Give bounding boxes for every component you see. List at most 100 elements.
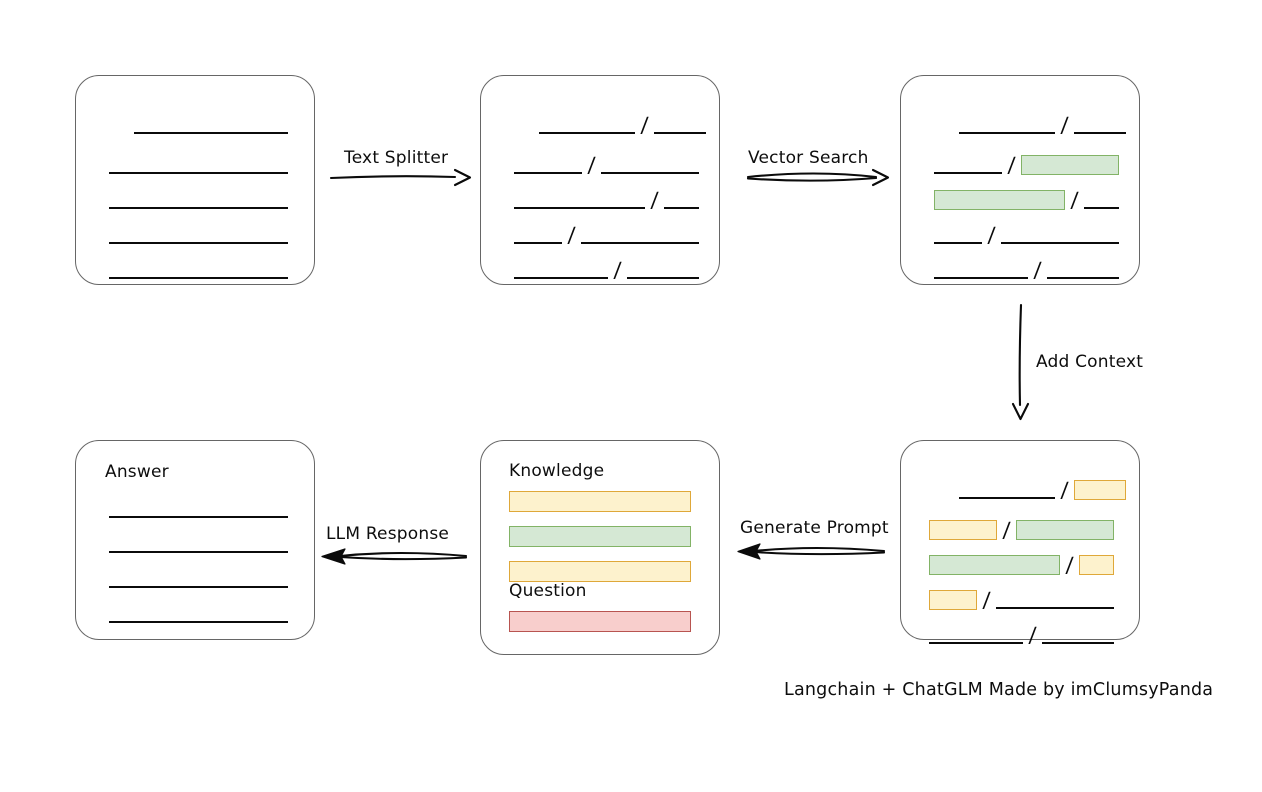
chunk-separator-slash: / <box>1070 187 1079 212</box>
prompt-node[interactable]: Knowledge Question <box>480 440 720 655</box>
text-line-segment <box>514 207 645 209</box>
highlight-segment-yellow <box>929 520 997 540</box>
chunk-row: / <box>929 517 1115 542</box>
edge-label-text-splitter: Text Splitter <box>344 148 449 168</box>
chunk-row: / <box>514 257 700 282</box>
chunk-separator-slash: / <box>1033 257 1042 282</box>
chunk-separator-slash: / <box>1002 517 1011 542</box>
node-content: / / / / / <box>901 76 1139 284</box>
text-line-segment <box>627 277 700 279</box>
chunk-separator-slash: / <box>567 222 576 247</box>
node-content: / / / / / <box>901 441 1139 647</box>
chunk-row: / <box>959 112 1127 137</box>
chunk-row: / <box>514 152 700 177</box>
arrow-vector-search <box>746 168 890 187</box>
arrow-llm-response <box>321 548 468 565</box>
chunk-separator-slash: / <box>1065 552 1074 577</box>
chunk-row <box>109 154 288 176</box>
text-line-segment <box>1001 242 1120 244</box>
text-line-segment <box>514 242 562 244</box>
text-line-segment <box>514 172 582 174</box>
footer-credit: Langchain + ChatGLM Made by imClumsyPand… <box>784 680 1214 700</box>
chunk-separator-slash: / <box>650 187 659 212</box>
knowledge-label: Knowledge <box>509 461 605 481</box>
answer-label: Answer <box>105 462 169 482</box>
text-line-segment <box>664 207 700 209</box>
text-line-segment <box>959 497 1055 499</box>
highlight-segment-green <box>1021 155 1120 175</box>
highlight-segment-yellow <box>929 590 977 610</box>
node-source-document[interactable] <box>75 75 315 285</box>
text-line-segment <box>134 132 288 134</box>
chunk-row <box>109 224 288 246</box>
highlight-segment-yellow <box>1074 480 1127 500</box>
text-line-segment <box>1042 642 1115 644</box>
text-line-segment <box>601 172 700 174</box>
highlight-segment-yellow <box>1079 555 1115 575</box>
node-vector-search-result[interactable]: / / / / / <box>900 75 1140 285</box>
text-line-segment <box>1084 207 1120 209</box>
node-content: / / / / / <box>481 76 719 284</box>
chunk-row: / <box>934 187 1120 212</box>
chunk-row <box>134 114 288 136</box>
chunk-row: / <box>929 587 1115 612</box>
highlight-segment-green <box>1016 520 1115 540</box>
chunk-row: / <box>929 622 1115 647</box>
text-line-segment <box>514 277 608 279</box>
node-content <box>76 76 314 284</box>
question-bar-red <box>509 611 691 632</box>
highlight-segment-green <box>929 555 1060 575</box>
arrow-generate-prompt <box>737 543 886 560</box>
chunk-separator-slash: / <box>640 112 649 137</box>
chunk-separator-slash: / <box>1060 112 1069 137</box>
text-line-segment <box>929 642 1023 644</box>
node-context-added-chunks[interactable]: / / / / / <box>900 440 1140 647</box>
node-split-chunks[interactable]: / / / / / <box>480 75 720 285</box>
chunk-separator-slash: / <box>987 222 996 247</box>
text-line-segment <box>109 242 288 244</box>
chunk-row <box>109 259 288 281</box>
chunk-separator-slash: / <box>1028 622 1037 647</box>
text-line-segment <box>934 277 1028 279</box>
answer-text-line <box>109 621 288 623</box>
knowledge-bar-yellow <box>509 491 691 512</box>
text-line-segment <box>109 277 288 279</box>
chunk-row: / <box>934 152 1120 177</box>
chunk-separator-slash: / <box>613 257 622 282</box>
chunk-separator-slash: / <box>587 152 596 177</box>
edge-label-generate-prompt: Generate Prompt <box>740 518 889 538</box>
chunk-row: / <box>934 257 1120 282</box>
text-line-segment <box>109 172 288 174</box>
answer-text-line <box>109 551 288 553</box>
text-line-segment <box>539 132 635 134</box>
text-line-segment <box>1047 277 1120 279</box>
arrow-add-context <box>1011 303 1030 421</box>
knowledge-bar-yellow <box>509 561 691 582</box>
text-line-segment <box>934 172 1002 174</box>
chunk-separator-slash: / <box>982 587 991 612</box>
chunk-row: / <box>514 187 700 212</box>
text-line-segment <box>996 607 1115 609</box>
text-line-segment <box>654 132 707 134</box>
chunk-separator-slash: / <box>1007 152 1016 177</box>
chunk-separator-slash: / <box>1060 477 1069 502</box>
chunk-row: / <box>959 477 1127 502</box>
edge-label-add-context: Add Context <box>1036 352 1144 372</box>
answer-text-line <box>109 586 288 588</box>
chunk-row: / <box>539 112 707 137</box>
text-line-segment <box>581 242 700 244</box>
question-label: Question <box>509 581 587 601</box>
arrow-text-splitter <box>329 168 472 187</box>
chunk-row <box>109 189 288 211</box>
highlight-segment-green <box>934 190 1065 210</box>
text-line-segment <box>109 207 288 209</box>
chunk-row: / <box>934 222 1120 247</box>
answer-node[interactable]: Answer <box>75 440 315 640</box>
chunk-row: / <box>514 222 700 247</box>
answer-text-line <box>109 516 288 518</box>
knowledge-bar-green <box>509 526 691 547</box>
text-line-segment <box>959 132 1055 134</box>
text-line-segment <box>934 242 982 244</box>
edge-label-llm-response: LLM Response <box>326 524 450 544</box>
